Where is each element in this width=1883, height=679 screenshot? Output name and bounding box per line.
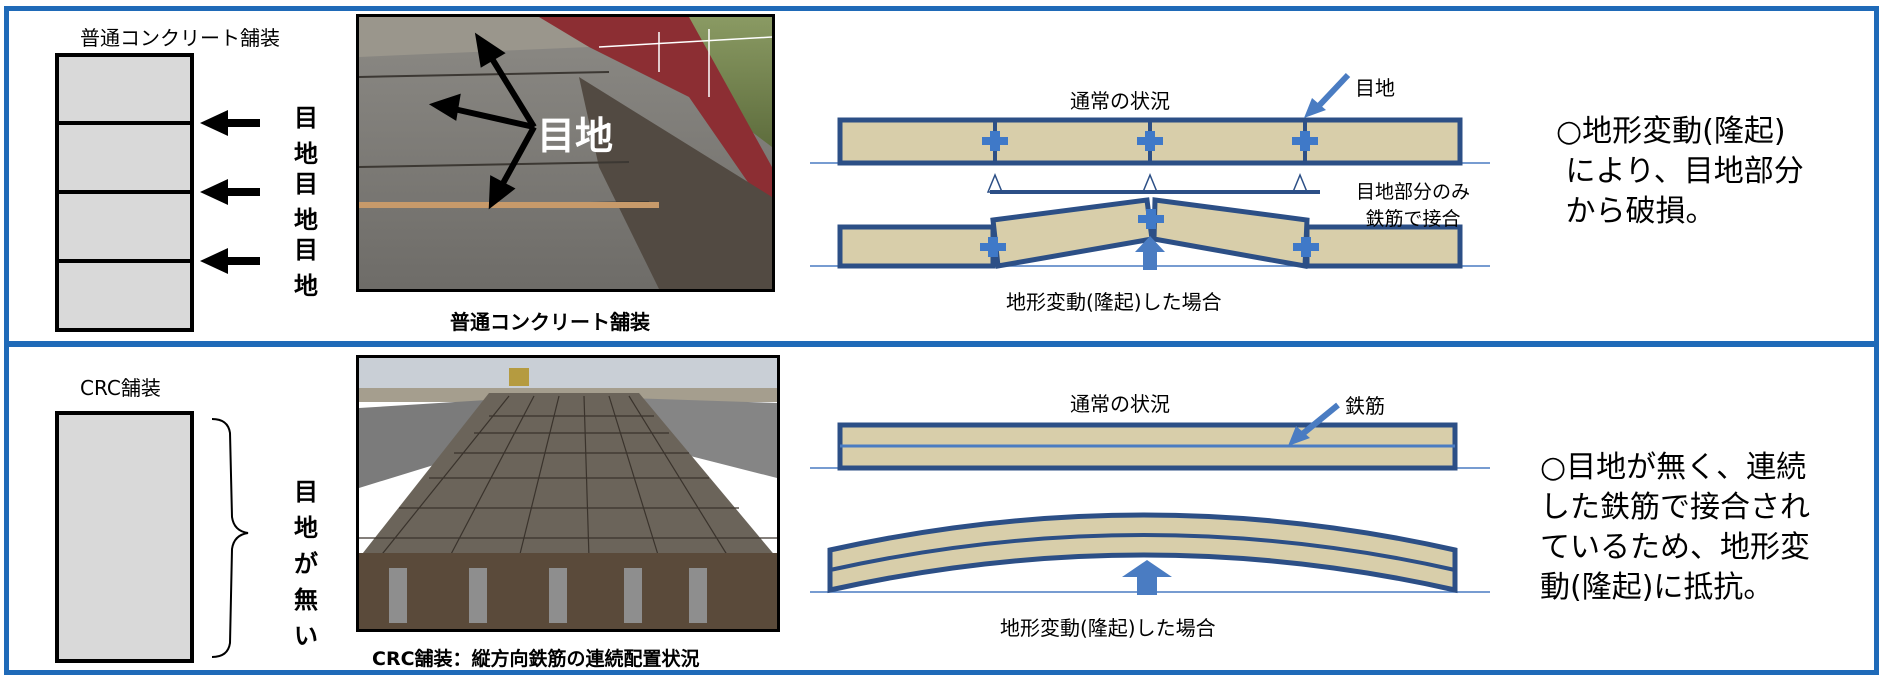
bottom-photo-caption: CRC舗装：縦方向鉄筋の連続配置状況: [372, 648, 700, 670]
bottom-photo: [356, 355, 780, 632]
bottom-rebar-label: 鉄筋: [1345, 394, 1385, 418]
top-photo-caption: 普通コンクリート舗装: [450, 310, 650, 334]
bottom-description: ○目地が無く、連続 した鉄筋で接合され ているため、地形変 動(隆起)に抵抗。: [1540, 450, 1810, 605]
top-joint-label-1: 目地: [294, 104, 318, 168]
top-uplift-label: 地形変動(隆起)した場合: [1006, 290, 1222, 314]
top-column-title: 普通コンクリート舗装: [80, 26, 280, 50]
bottom-crc-diagram: [810, 402, 1490, 595]
top-joint-diagram: [810, 72, 1490, 270]
top-normal-label: 通常の状況: [1070, 89, 1170, 113]
top-note: 目地部分のみ 鉄筋で接合: [1356, 177, 1470, 231]
top-joint-label-2: 目地: [294, 170, 318, 234]
top-note-line-2: 鉄筋で接合: [1365, 208, 1461, 230]
bottom-column-title: CRC舗装: [80, 376, 161, 400]
bottom-normal-label: 通常の状況: [1070, 392, 1170, 416]
section-divider: [4, 341, 1879, 347]
top-slab-schematic: [55, 53, 260, 332]
bottom-no-joint-label: 目地が無い: [294, 478, 318, 650]
photo-joint-overlay: 目地: [537, 114, 614, 158]
top-joint-label-3: 目地: [294, 236, 318, 300]
top-description: ○地形変動(隆起) により、目地部分 から破損。: [1556, 114, 1804, 229]
bottom-slab-schematic: [55, 411, 249, 663]
top-photo: 目地: [356, 14, 775, 292]
outer-frame: [4, 6, 1879, 675]
top-joint-label: 目地: [1355, 76, 1395, 100]
top-note-line-1: 目地部分のみ: [1356, 181, 1471, 203]
bottom-uplift-label: 地形変動(隆起)した場合: [1000, 616, 1216, 640]
